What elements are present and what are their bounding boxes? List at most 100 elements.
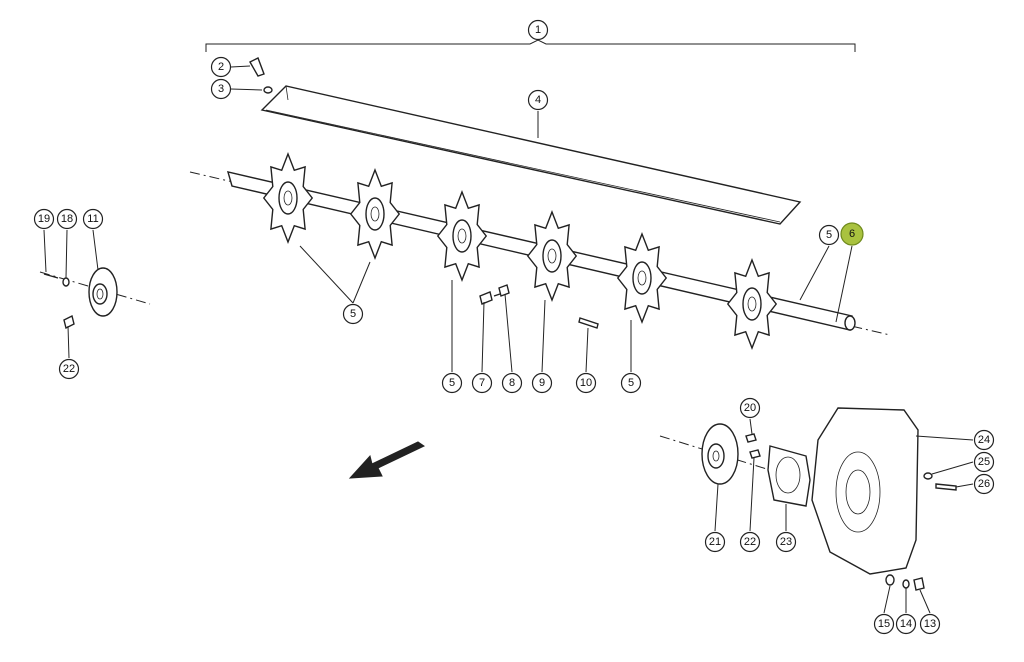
callout-5: 5	[441, 372, 463, 394]
callout-number: 9	[539, 377, 545, 389]
gasket	[767, 445, 811, 507]
sprocket-wheel	[526, 210, 578, 302]
callout-circle	[973, 451, 995, 473]
callout-circle	[210, 56, 232, 78]
callout-4: 4	[527, 89, 549, 111]
callout-circle	[739, 397, 761, 419]
leader-line	[352, 261, 371, 304]
callout-23: 23	[775, 531, 797, 553]
callout-13: 13	[919, 613, 941, 635]
leader-line	[299, 245, 354, 304]
callout-5: 5	[818, 224, 840, 246]
sprocket-wheels	[262, 152, 778, 350]
callout-number: 23	[780, 536, 792, 548]
callout-number: 2	[218, 61, 224, 73]
callout-circle	[818, 224, 840, 246]
callout-circle	[501, 372, 523, 394]
leader-line	[749, 457, 755, 532]
callout-circle	[739, 531, 761, 553]
callout-circle	[471, 372, 493, 394]
callout-circle	[895, 613, 917, 635]
callout-number: 8	[509, 377, 515, 389]
callout-circle	[575, 372, 597, 394]
callout-number: 10	[580, 377, 592, 389]
callout-circle	[840, 222, 864, 246]
callout-circle	[210, 78, 232, 100]
right-bearing-assembly	[659, 423, 771, 485]
callout-number: 5	[449, 377, 455, 389]
callout-number: 5	[826, 229, 832, 241]
sprocket-wheel	[616, 232, 668, 324]
top-bolt-washer	[249, 57, 273, 94]
sprocket-wheel	[349, 168, 401, 260]
callout-number: 24	[978, 434, 990, 446]
callout-circle	[56, 208, 78, 230]
callout-25: 25	[973, 451, 995, 473]
callout-9: 9	[531, 372, 553, 394]
callout-6: 6	[840, 222, 864, 246]
sprocket-wheel	[436, 190, 488, 282]
leader-line	[541, 299, 546, 373]
bolt-and-nut	[479, 284, 599, 329]
callout-number: 20	[744, 402, 756, 414]
callout-number: 6	[849, 228, 855, 240]
callout-26: 26	[973, 473, 995, 495]
sprocket-wheel	[262, 152, 314, 244]
assembly-bracket	[205, 39, 856, 52]
direction-arrow-icon	[348, 441, 426, 479]
leader-line	[915, 435, 974, 441]
callout-number: 1	[535, 24, 541, 36]
callout-circle	[973, 429, 995, 451]
callout-circle	[342, 303, 364, 325]
callout-circle	[704, 531, 726, 553]
leader-line	[230, 65, 251, 68]
leader-line	[92, 229, 99, 271]
callout-circle	[775, 531, 797, 553]
callout-number: 13	[924, 618, 936, 630]
callout-11: 11	[82, 208, 104, 230]
callout-circle	[33, 208, 55, 230]
leader-line	[504, 293, 513, 373]
leader-line	[931, 461, 974, 475]
callout-number: 22	[744, 536, 756, 548]
callout-circle	[973, 473, 995, 495]
leader-line	[585, 327, 589, 373]
callout-number: 7	[479, 377, 485, 389]
callout-22: 22	[739, 531, 761, 553]
callout-circle	[527, 19, 549, 41]
end-cover	[811, 407, 957, 591]
leader-line	[919, 589, 931, 614]
callout-circle	[919, 613, 941, 635]
callout-number: 26	[978, 478, 990, 490]
callout-10: 10	[575, 372, 597, 394]
leader-line	[749, 418, 753, 435]
callout-circle	[58, 358, 80, 380]
leader-line	[714, 483, 719, 532]
leader-line	[835, 245, 853, 323]
leader-line	[43, 229, 47, 273]
leader-line	[883, 585, 891, 614]
callout-22: 22	[58, 358, 80, 380]
callout-3: 3	[210, 78, 232, 100]
callout-circle	[531, 372, 553, 394]
callout-number: 4	[535, 94, 541, 106]
callout-circle	[873, 613, 895, 635]
callout-number: 21	[709, 536, 721, 548]
leader-line	[799, 245, 830, 301]
callout-24: 24	[973, 429, 995, 451]
callout-number: 25	[978, 456, 990, 468]
callout-2: 2	[210, 56, 232, 78]
callout-number: 14	[900, 618, 912, 630]
leader-line	[67, 325, 70, 359]
callout-21: 21	[704, 531, 726, 553]
callout-circle	[620, 372, 642, 394]
sprocket-wheel	[726, 258, 778, 350]
left-bearing-assembly	[39, 267, 151, 330]
callout-number: 19	[38, 213, 50, 225]
callout-number: 15	[878, 618, 890, 630]
callout-number: 3	[218, 83, 224, 95]
callout-number: 22	[63, 363, 75, 375]
callout-8: 8	[501, 372, 523, 394]
callout-number: 11	[87, 213, 98, 225]
